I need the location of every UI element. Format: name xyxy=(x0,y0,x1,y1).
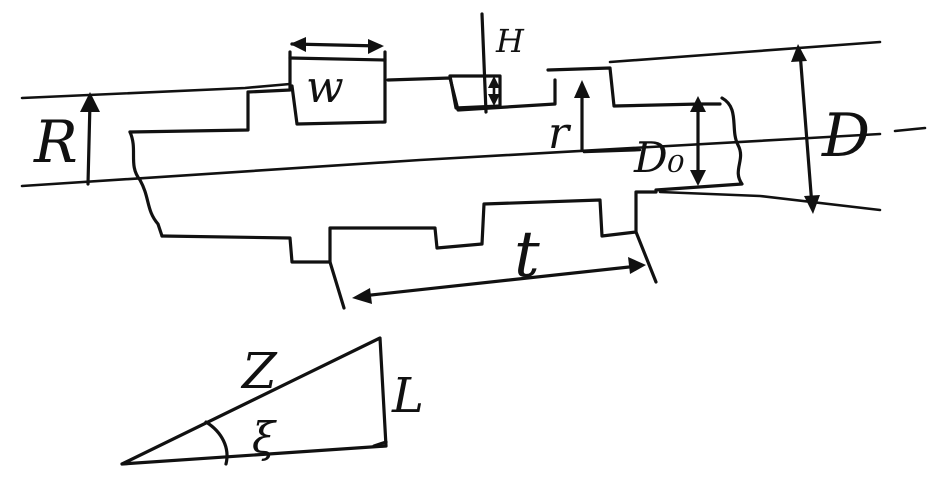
label-R: R xyxy=(33,108,78,176)
H-arrow-down xyxy=(488,94,500,106)
right-angle-mark xyxy=(372,440,388,448)
D-arrow-up xyxy=(791,44,807,62)
upper-profile xyxy=(128,50,722,134)
w-arrow-left xyxy=(290,37,306,52)
w-dimension-line xyxy=(290,42,382,48)
r-extension xyxy=(582,148,642,154)
label-D0: D₀ xyxy=(633,133,685,182)
label-D: D xyxy=(821,101,870,171)
label-xi: ξ xyxy=(252,413,277,462)
w-block xyxy=(288,56,387,62)
t-extension-right xyxy=(634,230,658,284)
left-break-line xyxy=(128,130,164,238)
label-r: r xyxy=(548,108,572,159)
lower-reference-line xyxy=(20,132,882,188)
H-box xyxy=(448,74,502,110)
label-L: L xyxy=(391,368,424,424)
centerline-dash xyxy=(893,126,927,133)
label-t: t xyxy=(514,218,540,292)
w-arrow-right xyxy=(368,39,384,54)
D-dimension-line xyxy=(798,50,814,208)
r-arrow-head xyxy=(574,80,590,98)
lower-profile xyxy=(160,190,658,264)
D-arrow-down xyxy=(804,195,820,214)
label-H: H xyxy=(495,22,525,60)
angle-arc xyxy=(204,420,229,466)
upper-reference-line xyxy=(20,82,292,100)
right-break-line xyxy=(654,96,744,192)
H-arrow-up xyxy=(488,76,500,88)
upper-reference-line-right xyxy=(608,40,882,64)
R-arrow-head xyxy=(80,92,100,112)
H-extension-line xyxy=(480,12,488,114)
t-dimension-line xyxy=(360,264,640,298)
t-arrow-right xyxy=(628,257,646,274)
D0-arrow-up xyxy=(690,96,706,112)
t-extension-left xyxy=(328,260,346,310)
dimension-D-lower-extension xyxy=(658,190,882,212)
t-arrow-left xyxy=(352,288,372,304)
D0-arrow-down xyxy=(690,170,706,186)
R-arrow-shaft xyxy=(86,100,92,186)
label-Z: Z xyxy=(240,342,278,400)
triangle xyxy=(120,336,388,466)
label-w: w xyxy=(306,62,344,113)
